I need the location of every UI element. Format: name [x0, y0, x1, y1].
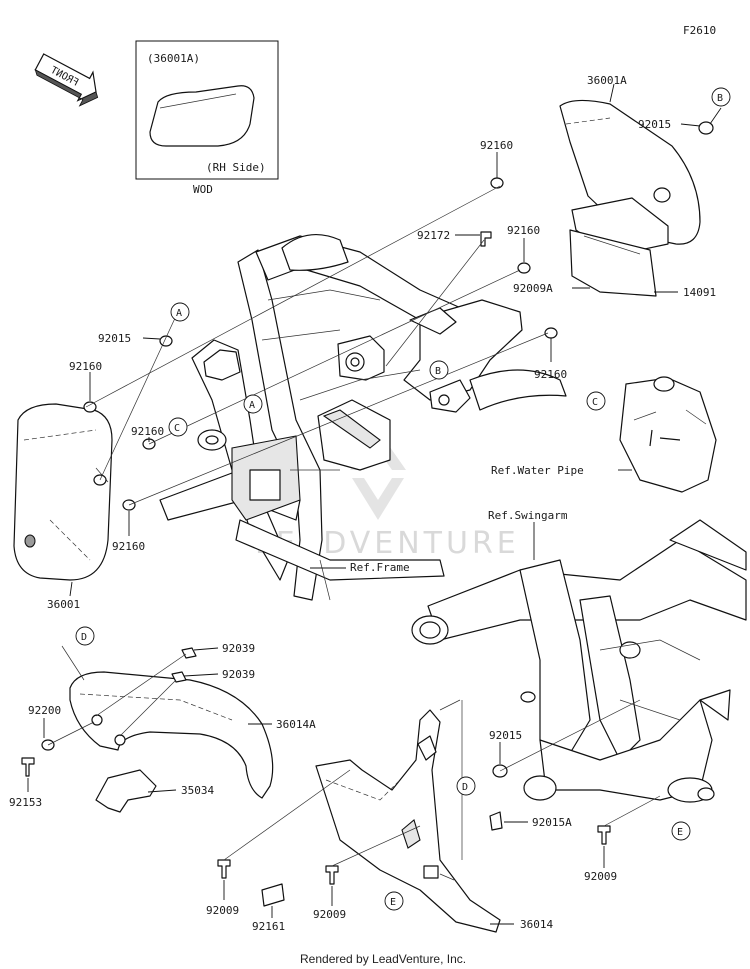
- part-35034: 35034: [181, 784, 214, 797]
- part-92160-low: 92160: [112, 540, 145, 553]
- part-92161: 92161: [252, 920, 285, 933]
- inset-panel: (36001A) (RH Side) WOD: [135, 40, 279, 196]
- part-92039-2: 92039: [222, 668, 255, 681]
- callout-c-left: C: [168, 417, 188, 437]
- part-92015A: 92015A: [532, 816, 572, 829]
- part-92015-d: 92015: [489, 729, 522, 742]
- part-14091: 14091: [683, 286, 716, 299]
- frame: [159, 234, 567, 601]
- callout-d-center: D: [456, 776, 476, 796]
- ref-water-pipe: Ref.Water Pipe: [491, 464, 584, 477]
- callout-c-right: C: [586, 391, 606, 411]
- part-92015-b: 92015: [638, 118, 671, 131]
- callout-e-right: E: [671, 821, 691, 841]
- side-cover-lh: [13, 403, 113, 581]
- part-92009-mid: 92009: [313, 908, 346, 921]
- water-pipe-cover: [619, 376, 717, 493]
- svg-text:A: A: [249, 400, 255, 411]
- footer-credit: Rendered by LeadVenture, Inc.: [300, 952, 466, 966]
- chain-guard-upper: [69, 671, 274, 799]
- fasteners: [21, 121, 714, 907]
- part-92160-right: 92160: [534, 368, 567, 381]
- part-92160-top: 92160: [480, 139, 513, 152]
- callout-e-lower: E: [384, 891, 404, 911]
- svg-text:C: C: [592, 397, 598, 408]
- svg-text:A: A: [176, 308, 182, 319]
- inset-variant: WOD: [193, 183, 213, 196]
- part-36014A: 36014A: [276, 718, 316, 731]
- svg-text:E: E: [390, 897, 396, 908]
- ref-swingarm: Ref.Swingarm: [488, 509, 568, 522]
- figure-code: F2610: [683, 24, 716, 37]
- callout-b-top: B: [711, 87, 731, 107]
- svg-text:B: B: [435, 366, 441, 377]
- part-92172: 92172: [417, 229, 450, 242]
- inset-title: (36001A): [147, 52, 200, 65]
- swingarm: [411, 519, 747, 803]
- callout-a-frame: A: [243, 394, 263, 414]
- part-92160-mid: 92160: [507, 224, 540, 237]
- part-92200: 92200: [28, 704, 61, 717]
- svg-text:E: E: [677, 827, 683, 838]
- part-92009-right: 92009: [584, 870, 617, 883]
- part-36001: 36001: [47, 598, 80, 611]
- part-92015-a: 92015: [98, 332, 131, 345]
- part-36001A: 36001A: [587, 74, 627, 87]
- callout-b-frame: B: [429, 360, 449, 380]
- bracket-35034: [95, 769, 157, 813]
- part-92009A: 92009A: [513, 282, 553, 295]
- svg-text:C: C: [174, 423, 180, 434]
- front-arrow: FRONT: [34, 53, 99, 107]
- part-92153: 92153: [9, 796, 42, 809]
- svg-text:D: D: [81, 632, 87, 643]
- inset-side: (RH Side): [206, 161, 266, 174]
- part-92039-1: 92039: [222, 642, 255, 655]
- svg-text:D: D: [462, 782, 468, 793]
- part-92160-left: 92160: [69, 360, 102, 373]
- chain-cover-lower: [315, 709, 501, 933]
- part-92160-c: 92160: [131, 425, 164, 438]
- ref-frame: Ref.Frame: [350, 561, 410, 574]
- part-92009-left: 92009: [206, 904, 239, 917]
- callout-a-left: A: [170, 302, 190, 322]
- side-cover-rh: [559, 99, 701, 297]
- svg-text:B: B: [717, 93, 723, 104]
- part-36014: 36014: [520, 918, 553, 931]
- leader-lines: [27, 83, 722, 925]
- callout-d-left: D: [75, 626, 95, 646]
